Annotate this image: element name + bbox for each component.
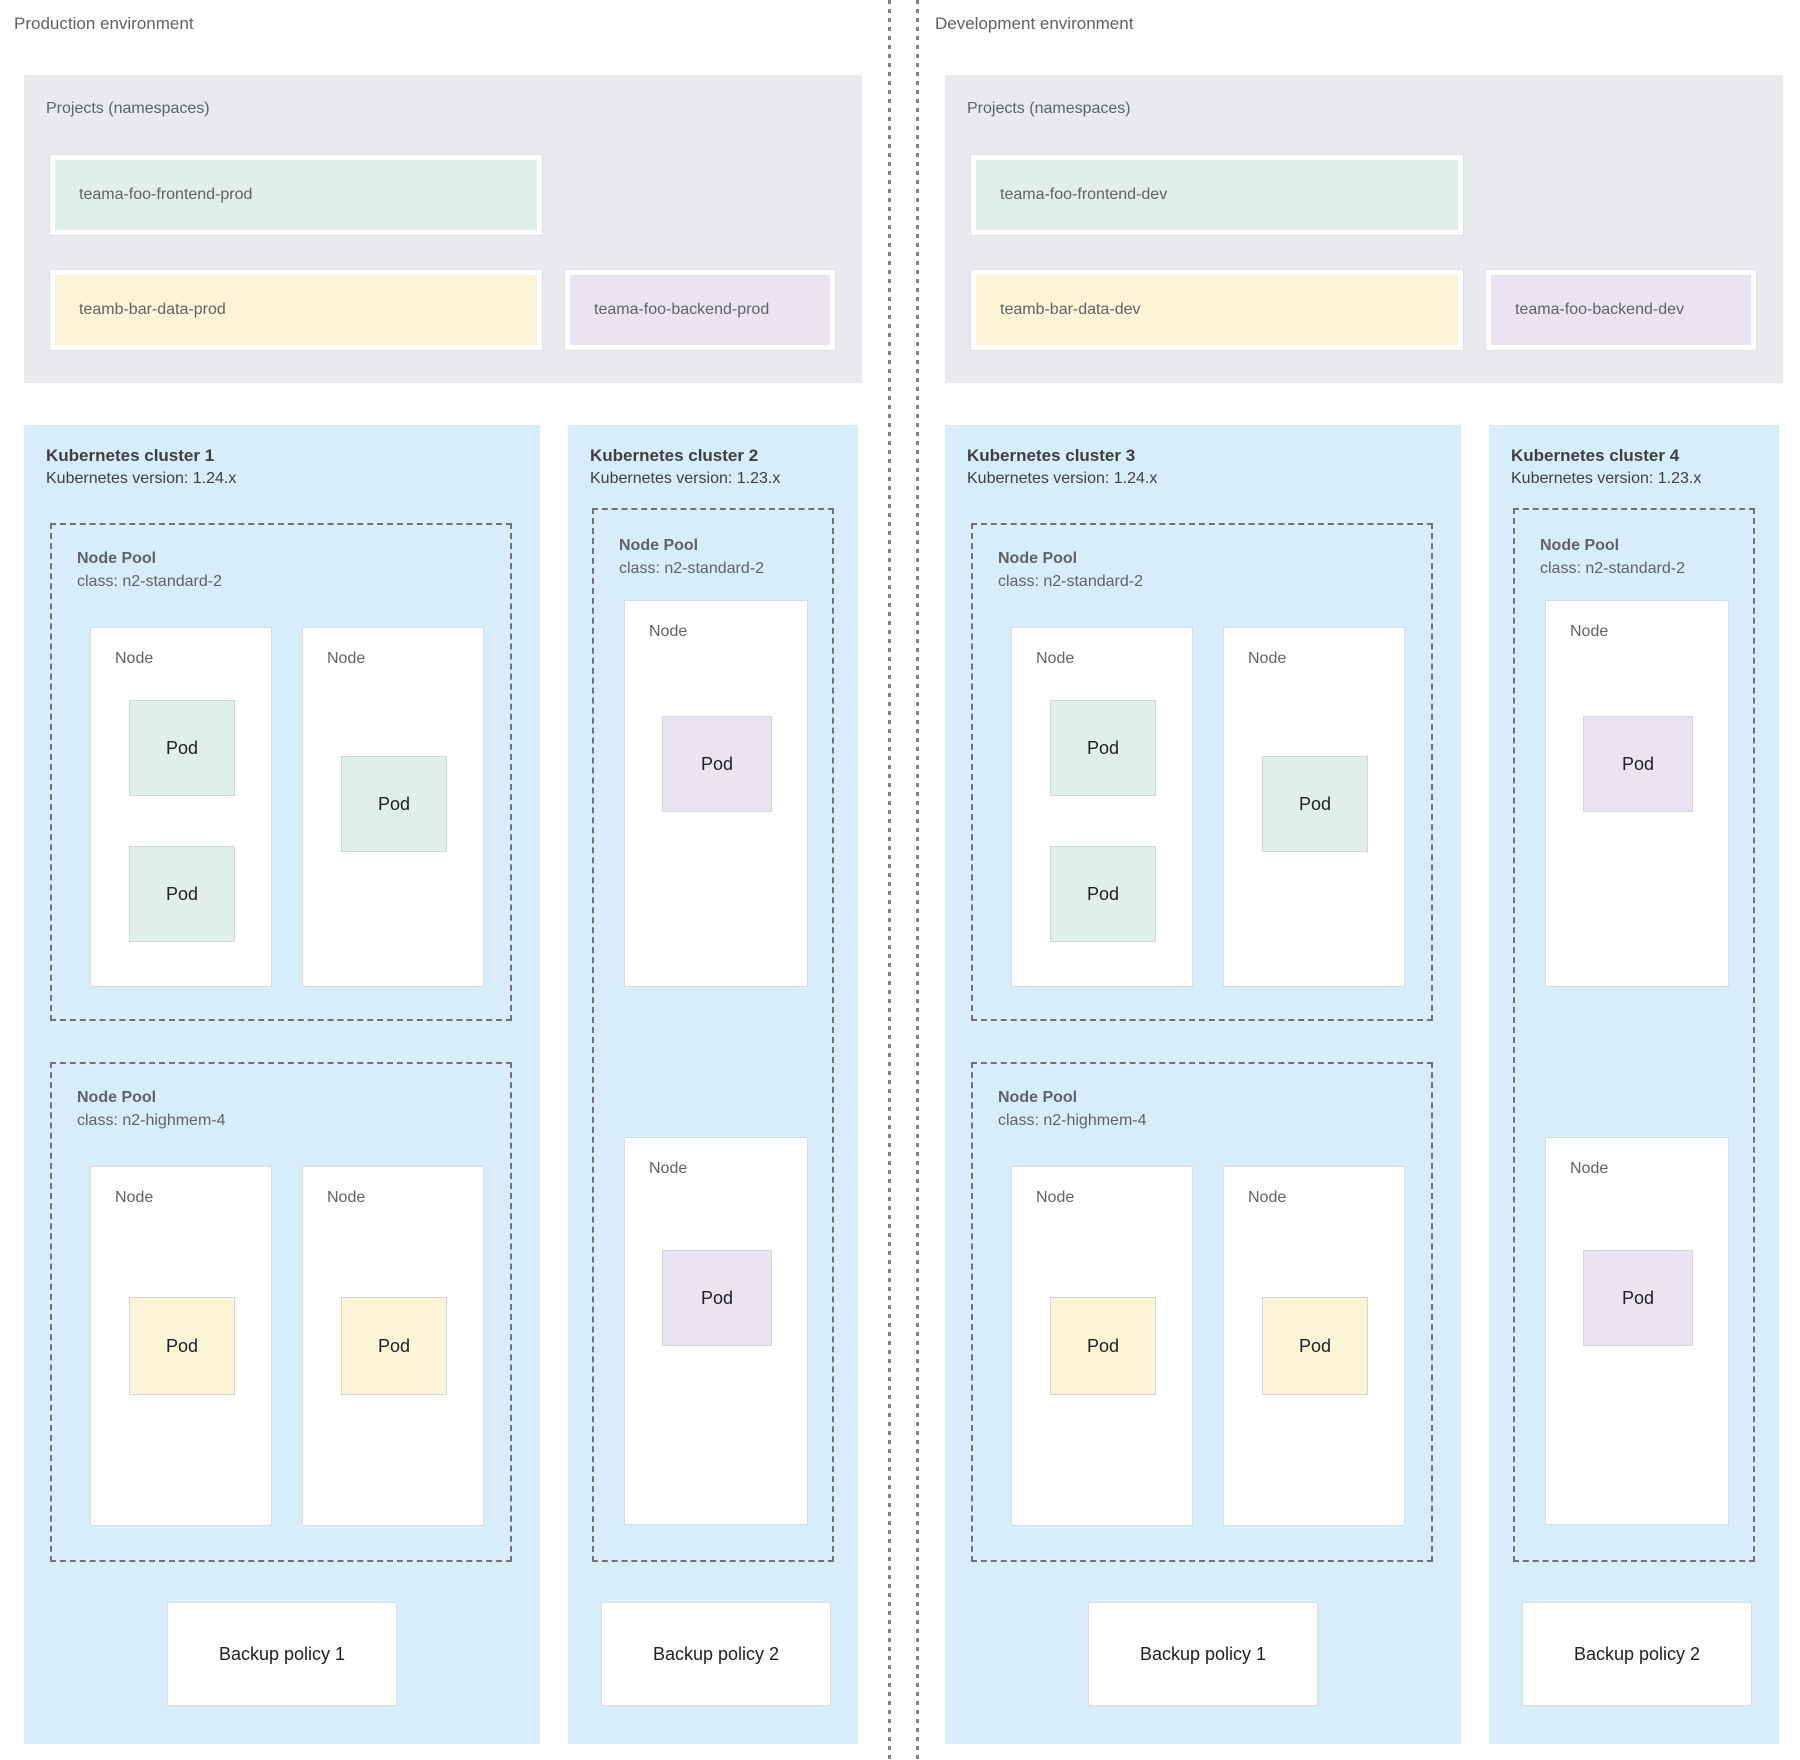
pod-box: Pod bbox=[1050, 1297, 1156, 1395]
node-label: Node bbox=[1036, 650, 1075, 667]
node-pool-highmem: Node Pool class: n2-highmem-4 Node Pod N… bbox=[971, 1062, 1433, 1562]
projects-title: Projects (namespaces) bbox=[967, 100, 1131, 117]
cluster-version: Kubernetes version: 1.24.x bbox=[46, 470, 237, 487]
pod-box: Pod bbox=[129, 846, 235, 942]
node-pool-standard: Node Pool class: n2-standard-2 Node Pod … bbox=[50, 523, 512, 1021]
node-label: Node bbox=[327, 650, 366, 667]
project-box-backend-dev: teama-foo-backend-dev bbox=[1485, 269, 1757, 351]
cluster-title: Kubernetes cluster 3 bbox=[967, 446, 1136, 465]
cluster-title: Kubernetes cluster 2 bbox=[590, 446, 759, 465]
node-pool-standard: Node Pool class: n2-standard-2 Node Pod … bbox=[592, 508, 834, 1562]
backup-policy-box: Backup policy 1 bbox=[1088, 1602, 1318, 1706]
pod-box: Pod bbox=[129, 1297, 235, 1395]
cluster-version: Kubernetes version: 1.24.x bbox=[967, 470, 1158, 487]
backup-policy-box: Backup policy 1 bbox=[167, 1602, 397, 1706]
node-pool-title: Node Pool bbox=[77, 550, 157, 567]
node-pool-highmem: Node Pool class: n2-highmem-4 Node Pod N… bbox=[50, 1062, 512, 1562]
node-box: Node Pod bbox=[1223, 627, 1405, 987]
kubernetes-cluster-2: Kubernetes cluster 2 Kubernetes version:… bbox=[568, 425, 858, 1744]
environment-label: Development environment bbox=[935, 14, 1134, 33]
node-pool-standard: Node Pool class: n2-standard-2 Node Pod … bbox=[1513, 508, 1755, 1562]
pod-box: Pod bbox=[1262, 756, 1368, 852]
production-environment-section: Production environment Projects (namespa… bbox=[0, 0, 879, 1760]
environment-divider-line bbox=[916, 0, 919, 1760]
pod-box: Pod bbox=[1050, 700, 1156, 796]
project-box-data-prod: teamb-bar-data-prod bbox=[49, 269, 543, 351]
node-label: Node bbox=[1570, 623, 1609, 640]
node-label: Node bbox=[1248, 1189, 1287, 1206]
pod-box: Pod bbox=[1583, 716, 1693, 812]
node-pool-class: class: n2-highmem-4 bbox=[77, 1112, 226, 1129]
kubernetes-cluster-1: Kubernetes cluster 1 Kubernetes version:… bbox=[24, 425, 540, 1744]
node-box: Node Pod bbox=[90, 1166, 272, 1526]
project-box-backend-prod: teama-foo-backend-prod bbox=[564, 269, 836, 351]
environment-divider-line bbox=[888, 0, 891, 1760]
backup-policy-box: Backup policy 2 bbox=[601, 1602, 831, 1706]
node-label: Node bbox=[327, 1189, 366, 1206]
project-box-frontend-dev: teama-foo-frontend-dev bbox=[970, 154, 1464, 236]
node-label: Node bbox=[649, 623, 688, 640]
node-pool-title: Node Pool bbox=[1540, 537, 1620, 554]
node-label: Node bbox=[1570, 1160, 1609, 1177]
pod-box: Pod bbox=[129, 700, 235, 796]
node-pool-class: class: n2-standard-2 bbox=[77, 573, 222, 590]
projects-namespaces-container: Projects (namespaces) teama-foo-frontend… bbox=[945, 75, 1783, 383]
node-label: Node bbox=[115, 650, 154, 667]
project-box-data-dev: teamb-bar-data-dev bbox=[970, 269, 1464, 351]
cluster-version: Kubernetes version: 1.23.x bbox=[1511, 470, 1702, 487]
projects-title: Projects (namespaces) bbox=[46, 100, 210, 117]
node-label: Node bbox=[649, 1160, 688, 1177]
node-pool-class: class: n2-standard-2 bbox=[998, 573, 1143, 590]
node-pool-title: Node Pool bbox=[998, 550, 1078, 567]
node-box: Node Pod bbox=[302, 1166, 484, 1526]
node-label: Node bbox=[115, 1189, 154, 1206]
node-pool-title: Node Pool bbox=[619, 537, 699, 554]
node-box: Node Pod Pod bbox=[90, 627, 272, 987]
cluster-title: Kubernetes cluster 1 bbox=[46, 446, 215, 465]
node-box: Node Pod bbox=[1223, 1166, 1405, 1526]
node-pool-class: class: n2-highmem-4 bbox=[998, 1112, 1147, 1129]
node-box: Node Pod bbox=[1545, 1137, 1729, 1525]
node-pool-standard: Node Pool class: n2-standard-2 Node Pod … bbox=[971, 523, 1433, 1021]
node-box: Node Pod bbox=[624, 600, 808, 987]
environment-label: Production environment bbox=[14, 14, 194, 33]
projects-namespaces-container: Projects (namespaces) teama-foo-frontend… bbox=[24, 75, 862, 383]
node-label: Node bbox=[1036, 1189, 1075, 1206]
node-box: Node Pod bbox=[302, 627, 484, 987]
development-environment-section: Development environment Projects (namesp… bbox=[921, 0, 1800, 1760]
node-pool-title: Node Pool bbox=[77, 1089, 157, 1106]
node-box: Node Pod bbox=[624, 1137, 808, 1525]
project-box-frontend-prod: teama-foo-frontend-prod bbox=[49, 154, 543, 236]
pod-box: Pod bbox=[662, 1250, 772, 1346]
kubernetes-cluster-4: Kubernetes cluster 4 Kubernetes version:… bbox=[1489, 425, 1779, 1744]
node-pool-class: class: n2-standard-2 bbox=[619, 560, 764, 577]
node-pool-class: class: n2-standard-2 bbox=[1540, 560, 1685, 577]
node-box: Node Pod Pod bbox=[1011, 627, 1193, 987]
pod-box: Pod bbox=[341, 1297, 447, 1395]
kubernetes-cluster-3: Kubernetes cluster 3 Kubernetes version:… bbox=[945, 425, 1461, 1744]
node-label: Node bbox=[1248, 650, 1287, 667]
pod-box: Pod bbox=[341, 756, 447, 852]
pod-box: Pod bbox=[1583, 1250, 1693, 1346]
node-pool-title: Node Pool bbox=[998, 1089, 1078, 1106]
pod-box: Pod bbox=[662, 716, 772, 812]
pod-box: Pod bbox=[1050, 846, 1156, 942]
backup-policy-box: Backup policy 2 bbox=[1522, 1602, 1752, 1706]
node-box: Node Pod bbox=[1011, 1166, 1193, 1526]
cluster-version: Kubernetes version: 1.23.x bbox=[590, 470, 781, 487]
node-box: Node Pod bbox=[1545, 600, 1729, 987]
cluster-title: Kubernetes cluster 4 bbox=[1511, 446, 1680, 465]
pod-box: Pod bbox=[1262, 1297, 1368, 1395]
